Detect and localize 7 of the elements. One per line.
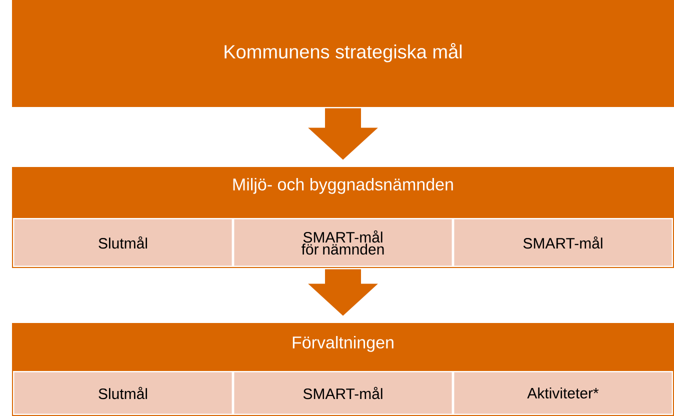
table-cell: SMART-mål för nämnden [233, 218, 453, 267]
table-cell: Slutmål [13, 371, 233, 415]
title-band: Kommunens strategiska mål [12, 0, 674, 107]
table-cell: SMART-mål [233, 371, 453, 415]
table-cell: SMART-mål [453, 218, 673, 267]
table-cell: Slutmål [13, 218, 233, 267]
table-cell: Aktiviteter* [453, 371, 673, 415]
